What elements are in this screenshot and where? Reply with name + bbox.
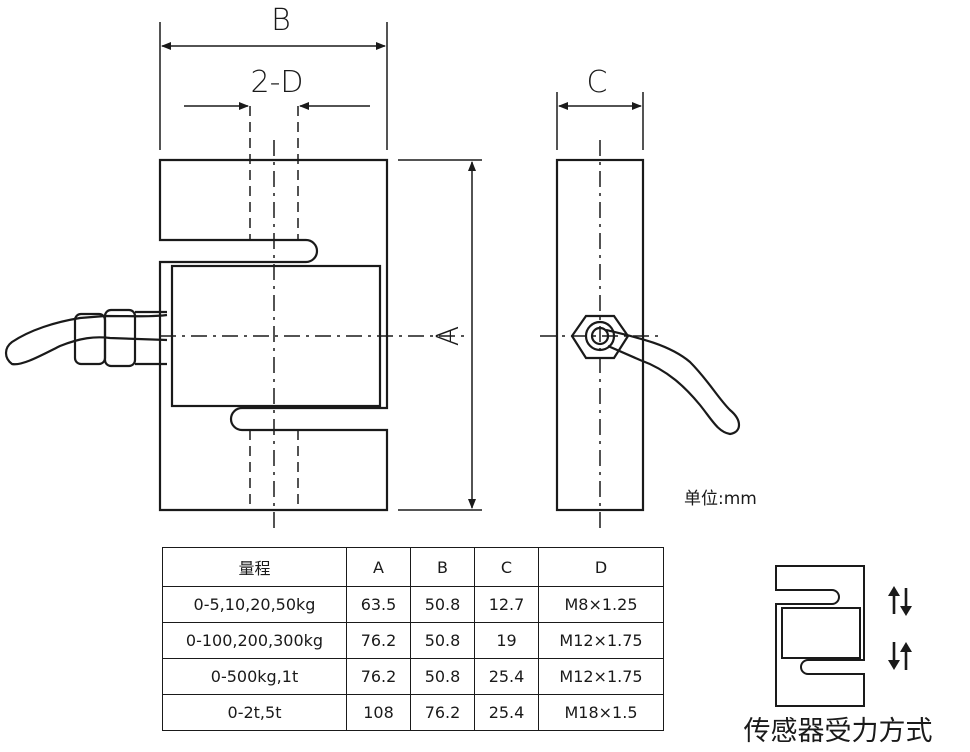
front-view-hidden-lines xyxy=(160,106,470,528)
dimension-a xyxy=(398,159,482,511)
cell-c: 19 xyxy=(474,622,539,659)
down-up-arrows-icon xyxy=(888,642,912,670)
header-range: 量程 xyxy=(162,547,347,587)
cell-range: 0-500kg,1t xyxy=(162,658,347,695)
side-view-center-lines xyxy=(540,140,660,528)
force-direction-diagram xyxy=(775,565,865,707)
cell-a: 108 xyxy=(346,694,411,731)
force-caption: 传感器受力方式 xyxy=(744,716,933,747)
spec-table: 量程 A B C D 0-5,10,20,50kg 63.5 50.8 12.7… xyxy=(162,547,664,731)
table-row: 0-5,10,20,50kg 63.5 50.8 12.7 M8×1.25 xyxy=(162,586,664,623)
cell-b: 50.8 xyxy=(410,586,475,623)
cell-d: M12×1.75 xyxy=(538,658,664,695)
front-view xyxy=(4,158,389,512)
up-down-arrows-icon xyxy=(888,586,912,616)
dimension-b xyxy=(159,22,388,150)
cell-b: 50.8 xyxy=(410,658,475,695)
cell-b: 50.8 xyxy=(410,622,475,659)
dimension-2d-label: 2-D xyxy=(250,65,303,100)
dimension-c xyxy=(556,92,644,150)
side-body xyxy=(555,158,645,512)
side-cable xyxy=(605,328,741,436)
cell-d: M12×1.75 xyxy=(538,622,664,659)
table-row: 0-500kg,1t 76.2 50.8 25.4 M12×1.75 xyxy=(162,658,664,695)
table-header-row: 量程 A B C D xyxy=(162,547,664,587)
header-c: C xyxy=(474,547,539,587)
cell-b: 76.2 xyxy=(410,694,475,731)
header-a: A xyxy=(346,547,411,587)
cell-a: 63.5 xyxy=(346,586,411,623)
cell-c: 12.7 xyxy=(474,586,539,623)
header-b: B xyxy=(410,547,475,587)
cell-c: 25.4 xyxy=(474,658,539,695)
front-cable xyxy=(4,308,168,368)
front-body-outline xyxy=(158,158,389,512)
dimension-c-label: C xyxy=(587,65,608,100)
cell-a: 76.2 xyxy=(346,658,411,695)
dimension-b-label: B xyxy=(271,3,291,38)
dimension-a-label: A xyxy=(431,326,466,347)
side-view xyxy=(555,158,741,512)
cell-c: 25.4 xyxy=(474,694,539,731)
cell-d: M18×1.5 xyxy=(538,694,664,731)
header-d: D xyxy=(538,547,664,587)
table-row: 0-2t,5t 108 76.2 25.4 M18×1.5 xyxy=(162,694,664,731)
unit-label: 单位:mm xyxy=(684,489,757,509)
cell-range: 0-100,200,300kg xyxy=(162,622,347,659)
table-row: 0-100,200,300kg 76.2 50.8 19 M12×1.75 xyxy=(162,622,664,659)
cell-range: 0-2t,5t xyxy=(162,694,347,731)
force-mini-s-body xyxy=(775,565,865,707)
cell-a: 76.2 xyxy=(346,622,411,659)
cell-range: 0-5,10,20,50kg xyxy=(162,586,347,623)
cell-d: M8×1.25 xyxy=(538,586,664,623)
